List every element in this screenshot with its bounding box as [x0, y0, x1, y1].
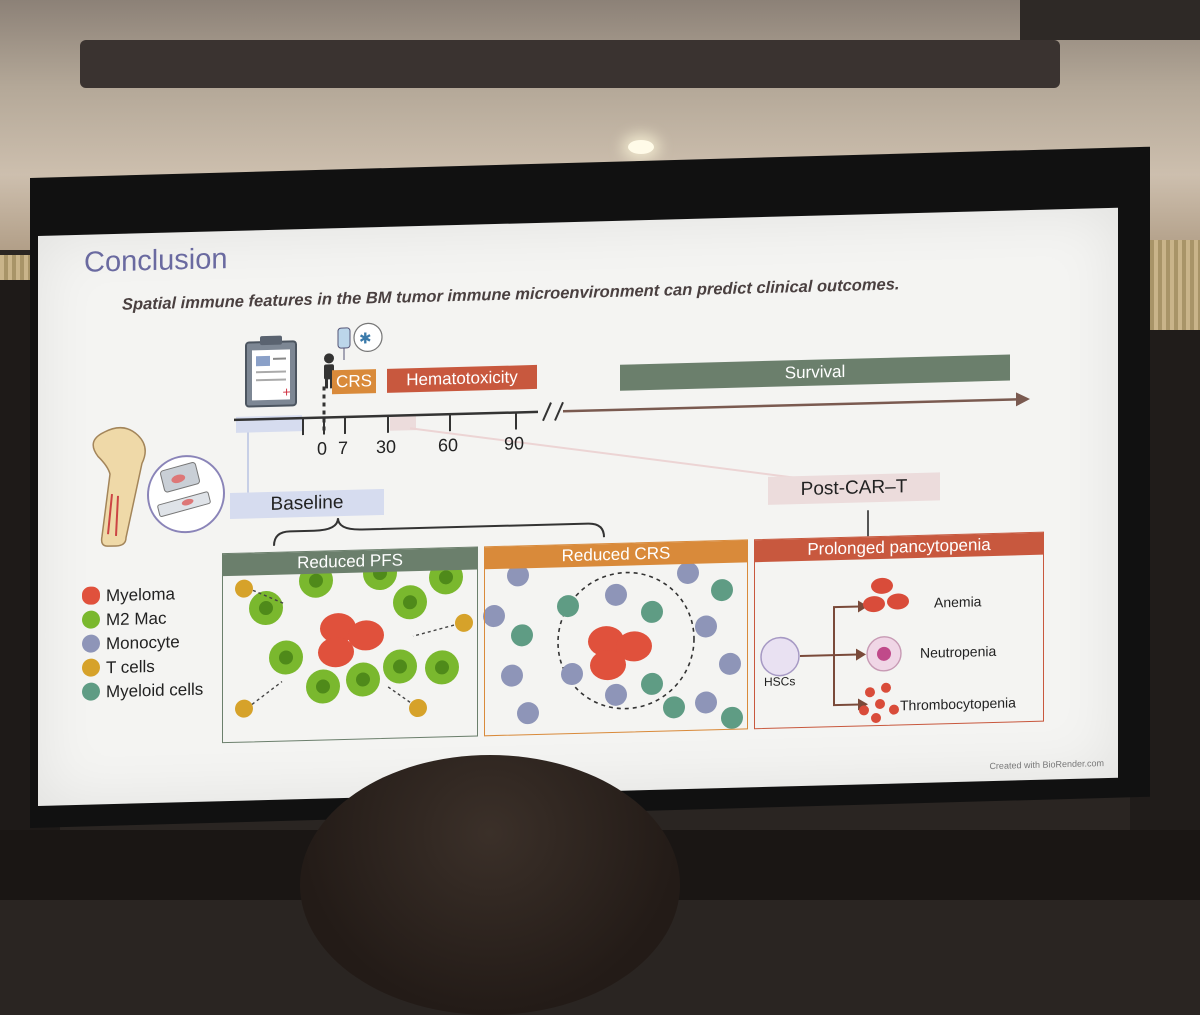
legend-item-monocyte: Monocyte: [82, 632, 180, 655]
svg-text:✱: ✱: [359, 329, 372, 347]
monocyte-swatch: [82, 634, 100, 652]
ceiling-beam: [80, 40, 1060, 88]
legend-item-m2-mac: M2 Mac: [82, 609, 166, 631]
anemia-label: Anemia: [934, 593, 981, 610]
myeloma-swatch: [82, 586, 100, 604]
post-car-t-connector: [410, 418, 798, 488]
audience-head-silhouette: [300, 755, 680, 1015]
m2-mac-swatch: [82, 610, 100, 628]
legend-item-myeloid-cells: Myeloid cells: [82, 680, 203, 703]
crs-window-bar: CRS: [332, 369, 376, 394]
svg-text:+: +: [282, 385, 291, 398]
tick-label-90: 90: [504, 433, 524, 455]
projected-slide: Conclusion Spatial immune features in th…: [38, 208, 1118, 806]
post-car-t-label: Post-CAR–T: [768, 472, 940, 505]
reduced-crs-panel: Reduced CRS: [484, 539, 748, 736]
timeline-arrowhead: [1016, 392, 1030, 406]
neutropenia-label: Neutropenia: [920, 643, 996, 661]
ceiling-beam-right: [1020, 0, 1200, 40]
tick-label-0: 0: [317, 438, 327, 459]
reduced-crs-title: Reduced CRS: [485, 540, 747, 569]
car-t-infusion-icon: ✱: [338, 323, 382, 360]
hematotoxicity-window-bar: Hematotoxicity: [387, 365, 537, 393]
tick-label-30: 30: [376, 437, 396, 459]
axis-break-mark: [543, 403, 551, 421]
reduced-pfs-panel: Reduced PFS: [222, 546, 478, 743]
t-cells-swatch: [82, 658, 100, 676]
clipboard-icon: +: [246, 335, 296, 406]
bone-marrow-icon: [93, 427, 145, 547]
axis-break-mark: [555, 402, 563, 420]
tick-label-7: 7: [338, 438, 348, 459]
baseline-label: Baseline: [230, 489, 384, 519]
legend-item-t-cells: T cells: [82, 657, 155, 679]
timeline-axis-extended: [563, 399, 1018, 411]
hscs-label: HSCs: [764, 674, 795, 689]
tick-label-60: 60: [438, 435, 458, 457]
myeloid-cells-swatch: [82, 682, 100, 700]
ceiling-light: [628, 140, 654, 154]
tissue-slide-icon: [148, 455, 224, 533]
prolonged-pancytopenia-title: Prolonged pancytopenia: [755, 533, 1043, 563]
legend-item-myeloma: Myeloma: [82, 584, 175, 606]
reduced-pfs-title: Reduced PFS: [223, 548, 477, 577]
thrombocytopenia-label: Thrombocytopenia: [900, 694, 1016, 713]
